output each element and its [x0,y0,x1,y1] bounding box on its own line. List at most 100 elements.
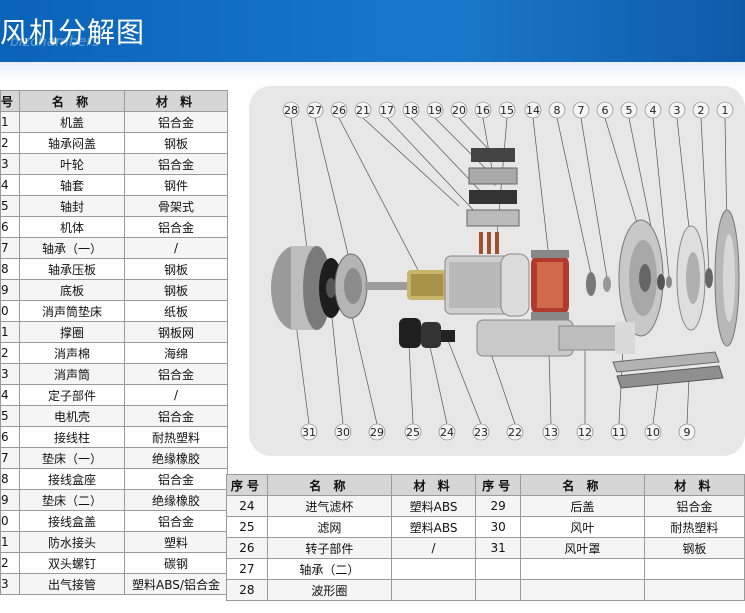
top-callout-label: 3 [674,104,681,117]
table-cell: 7 [0,237,20,259]
motor-housing-part [444,253,530,317]
col-header-material-2: 材 料 [643,474,745,496]
leader-line [290,117,310,267]
leader-line [294,315,310,425]
bottom-callout-label: 9 [684,426,691,439]
leader-line [330,307,344,425]
table-cell [520,558,645,580]
bottom-callout-label: 22 [508,426,522,439]
leader-line [676,117,692,247]
table-cell: 铝合金 [124,153,228,175]
top-callout-label: 7 [578,104,585,117]
top-callout-circle [572,101,590,119]
table-cell: 海绵 [124,342,228,364]
table-cell: 钢板 [124,132,228,154]
top-callout-circle [644,101,662,119]
leader-line [700,117,710,273]
top-callout-circle [426,101,444,119]
top-callout-label: 19 [428,104,442,117]
table-cell: 塑料ABS/铝合金 [124,573,228,595]
top-callout-circle [596,101,614,119]
table-cell: 定子部件 [19,384,125,406]
bottom-callout-circle [472,423,490,441]
top-callout-circle [306,101,324,119]
top-callout-label: 21 [356,104,370,117]
table-cell: 27 [226,558,268,580]
table-cell: 防水接头 [19,531,125,553]
top-callout-label: 18 [404,104,418,117]
col-header-name: 名 称 [266,474,392,496]
top-callout-label: 1 [722,104,729,117]
table-cell: 塑料 [124,531,228,553]
table-cell: 钢板网 [124,321,228,343]
leader-line [580,117,608,279]
table-cell: 消声筒垫床 [19,300,125,322]
top-callout-label: 28 [284,104,298,117]
top-callout-circle [524,101,542,119]
rotor-part [365,270,495,300]
bottom-callout-circle [334,423,352,441]
table-cell: 轴承闷盖 [19,132,125,154]
table-cell: 轴封 [19,195,125,217]
table-cell: 电机壳 [19,405,125,427]
top-callout-circle [402,101,420,119]
table-cell: 5 [0,405,20,427]
table-header-row: 号 名 称 材 料 [0,90,228,112]
bottom-callout-circle [542,423,560,441]
table-cell: 9 [0,279,20,301]
silencer-part [476,319,635,357]
bottom-callout-circle [506,423,524,441]
table-cell: 双头螺钉 [19,552,125,574]
bearing-cap-part [705,268,713,288]
bottom-callout-circle [300,423,318,441]
table-cell: 0 [0,510,20,532]
table-cell: 进气滤杯 [266,495,392,517]
bottom-callout-label: 30 [336,426,350,439]
table-cell: / [124,384,228,406]
table-header-row: 序号 名 称 材 料 序号 名 称 材 料 [226,474,745,496]
bearing-plate-part [586,272,611,296]
table-cell: 叶轮 [19,153,125,175]
table-cell: 4 [0,174,20,196]
header-banner: 风机分解图 bizchambers [0,0,745,62]
table-cell: 底板 [19,279,125,301]
table-cell: 轴承压板 [19,258,125,280]
top-callout-label: 27 [308,104,322,117]
table-cell: 机体 [19,216,125,238]
table-cell: 消声棉 [19,342,125,364]
top-callout-label: 17 [380,104,394,117]
base-plate-part [612,351,724,389]
top-callout-label: 8 [554,104,561,117]
top-callout-circle [378,101,396,119]
table-cell [643,579,745,601]
bottom-callout-circle [678,423,696,441]
bottom-callout-label: 31 [302,426,316,439]
bottom-callout-label: 24 [440,426,454,439]
table-cell: 铝合金 [124,405,228,427]
table-cell: 机盖 [19,111,125,133]
table-cell: 0 [0,300,20,322]
bottom-callout-circle [438,423,456,441]
table-cell: 纸板 [124,300,228,322]
table-cell: 绝缘橡胶 [124,489,228,511]
table-cell: 铝合金 [124,363,228,385]
table-cell: 铝合金 [124,468,228,490]
table-cell: 轴承（一） [19,237,125,259]
top-callout-label: 6 [602,104,609,117]
